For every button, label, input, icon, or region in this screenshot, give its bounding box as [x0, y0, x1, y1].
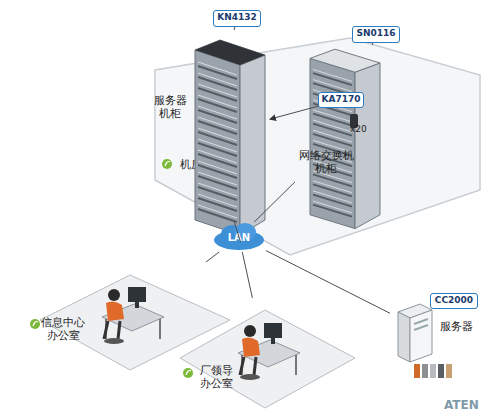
- server-rack-shape: [145, 30, 270, 242]
- model-callout: KN4132: [213, 10, 261, 27]
- server-rack: 服务器 机柜: [145, 30, 270, 242]
- network-link: [242, 252, 252, 298]
- model-callout: SN0116: [352, 26, 400, 43]
- network-link: [234, 27, 236, 30]
- node-label: 厂领导 办公室: [194, 364, 238, 390]
- network-link: [266, 251, 390, 314]
- model-label: SN0116: [352, 26, 400, 43]
- network-link: [234, 222, 240, 242]
- lan-cloud: LAN: [212, 222, 266, 252]
- model-label: KN4132: [213, 10, 261, 27]
- network-link: [372, 43, 374, 45]
- switch-rack: 网络交换机 机柜: [295, 45, 380, 235]
- node-label: LAN: [212, 231, 266, 244]
- node-label: 信息中心 办公室: [40, 316, 86, 342]
- quantity-label: x20: [350, 124, 367, 134]
- office-area-shape: [170, 298, 360, 413]
- model-callout: KA7170: [318, 92, 364, 108]
- switch-rack-shape: [295, 45, 380, 235]
- machine-room: 机房服务器 机柜网络交换机 机柜: [150, 30, 485, 262]
- model-label: KA7170: [318, 92, 364, 108]
- watermark: ATEN: [444, 398, 479, 412]
- network-link: [254, 182, 295, 222]
- node-label: 服务器 机柜: [149, 94, 191, 120]
- office-area: 厂领导 办公室: [170, 298, 360, 413]
- server: CC2000 服务器: [390, 290, 480, 382]
- model-label: CC2000: [430, 293, 478, 309]
- node-label: 网络交换机 机柜: [293, 149, 359, 175]
- network-link: [270, 106, 318, 119]
- node-label: 服务器: [434, 320, 478, 333]
- network-link: [206, 252, 219, 262]
